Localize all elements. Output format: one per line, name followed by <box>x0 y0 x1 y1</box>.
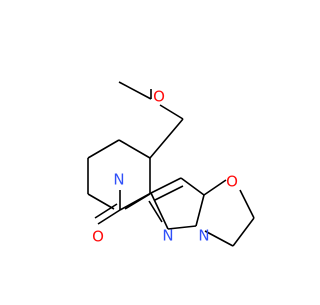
bond-piperidine-1 <box>118 139 151 159</box>
bond-carbonyl-c-to-o-b <box>94 203 118 219</box>
bond-pyrazole-3 <box>195 194 205 227</box>
bond-pyrazole-4 <box>167 225 197 230</box>
bond-pyrazole-5-inner <box>148 200 163 223</box>
bond-oxazoline-2 <box>239 189 255 219</box>
bond-pyrazole-1 <box>150 177 182 194</box>
atom-label-pyrazole-nitrogen-1: N <box>162 227 173 245</box>
atom-label-ether-oxygen: O <box>153 88 165 106</box>
bond-layer <box>87 81 255 247</box>
atom-label-layer: O N O N N O <box>92 88 238 246</box>
atom-label-carbonyl-oxygen: O <box>92 228 104 246</box>
bond-carbonyl-to-pyrazole <box>119 192 152 211</box>
structure-diagram: O N O N N O <box>87 81 255 247</box>
bond-pyrazole-2 <box>180 177 205 196</box>
bond-ether-o-to-ch2 <box>159 104 184 120</box>
molecule-svg: O N O N N O <box>87 81 255 247</box>
bond-oxazoline-1 <box>203 179 227 196</box>
atom-label-pyrazole-nitrogen-2: N <box>198 227 209 245</box>
bond-oxazoline-4 <box>204 230 234 247</box>
bond-pyrazole-1-inner <box>154 185 184 201</box>
bond-oxazoline-3 <box>232 217 255 247</box>
bond-carbonyl-c-to-o-a <box>97 209 121 225</box>
bond-piperidine-2 <box>87 139 120 159</box>
bond-ch2-to-ring <box>149 118 184 159</box>
bond-pyrazole-5 <box>150 192 169 230</box>
atom-label-fused-ring-oxygen: O <box>226 173 238 191</box>
bond-ethyl-terminal <box>118 81 152 100</box>
bond-piperidine-4 <box>87 193 115 210</box>
atom-label-piperidine-nitrogen: N <box>113 171 124 189</box>
